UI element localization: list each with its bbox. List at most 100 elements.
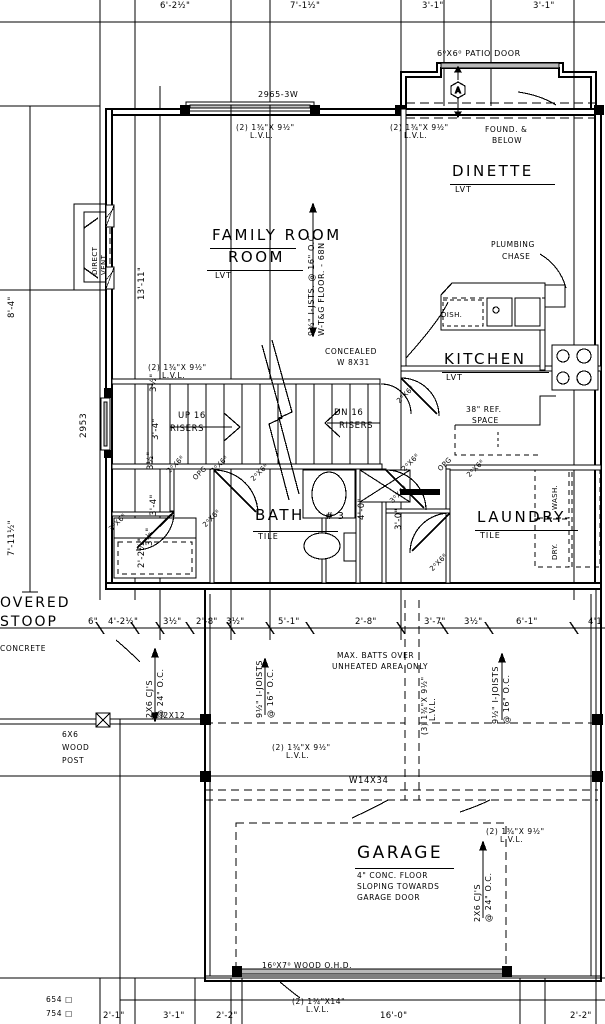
lvl-callout-0-size: (2) 1¾"X 9½" — [236, 123, 295, 132]
underline-family — [210, 248, 296, 249]
concealed-beam-2: W 8X31 — [337, 358, 370, 367]
direct-vent-label-1: DIRECT — [91, 246, 99, 275]
underline-garage — [355, 868, 454, 869]
lvl-callout-0: (2) 1¾"X 9½"L.V.L. — [236, 124, 295, 140]
stoop-material-note: CONCRETE — [0, 644, 47, 653]
dimension-interior-vertical-5: 3½" — [145, 527, 155, 546]
post-label-1: 6X6 — [62, 730, 79, 739]
laundry-appliances — [534, 469, 601, 568]
room-label-bath: BATH — [255, 506, 305, 524]
lvl-callout-2-size: (2) 1¾"X 9½" — [148, 363, 207, 372]
area-note-1: 654 □ — [46, 995, 73, 1004]
room-label-kitchen: KITCHEN — [444, 350, 527, 368]
lvl-callout-4: (2) 1¾"X 9½"L.V.L. — [486, 828, 545, 844]
lvl-callout-0-type: L.V.L. — [250, 130, 274, 140]
dimension-bottom-9: 6'-1" — [516, 617, 538, 627]
covered-stoop-line2: STOOP — [0, 614, 58, 630]
joist-2x6-garage-b: @ 24" O.C. — [484, 872, 493, 922]
lvl-callout-1-type: L.V.L. — [404, 130, 428, 140]
ijst-16-a: 9½" I-JOISTS — [255, 659, 264, 718]
underline-family-2 — [207, 270, 303, 271]
dimension-top-0: 6'-2½" — [160, 1, 191, 11]
left-dimension-line — [22, 105, 38, 593]
svg-text:A: A — [455, 86, 461, 95]
framing-dashed-lines — [120, 600, 598, 801]
garage-note-1: 4" CONC. FLOOR — [357, 871, 429, 880]
joist-note-family-2: W-T&G FLOOR. - 68N — [317, 242, 326, 336]
room-label-family-room: FAMILY ROOM — [212, 226, 342, 244]
garage-door-jamb-left — [232, 966, 242, 977]
underline-dinette — [450, 184, 555, 185]
door-swings — [135, 377, 451, 554]
window-tag-top: 2965-3W — [258, 90, 299, 99]
dimension-left-0: 8'-4" — [7, 296, 17, 318]
finish-family-room: LVT — [215, 271, 232, 280]
dimension-interior-vertical-4: 3'-4" — [149, 494, 159, 516]
plumbing-chase-1: PLUMBING — [491, 240, 535, 249]
joist-2x6-garage-a: 2X6 CJ'S — [473, 883, 482, 922]
ijst-16-c: 9½" I-JOISTS — [491, 665, 500, 724]
interior-walls — [111, 108, 602, 584]
ijst-16-b: @ 16" O.C. — [266, 668, 275, 718]
detail-reference-bubble: A — [450, 65, 466, 119]
stair-break-line — [261, 339, 300, 501]
lvl-callout-1-size: (2) 1¾"X 9½" — [390, 123, 449, 132]
area-note-2: 754 □ — [46, 1009, 73, 1018]
dimension-bottom-6: 2'-8" — [355, 617, 377, 627]
lvl-callout-4-size: (2) 1¾"X 9½" — [486, 827, 545, 836]
window-2953 — [100, 388, 113, 458]
underline-laundry — [475, 530, 578, 531]
room-label-garage: GARAGE — [357, 843, 444, 863]
dimension-bottom-8: 3½" — [464, 617, 483, 627]
lvl-callout-3-type: L.V.L. — [286, 750, 310, 760]
lvl-callout-5-type: L.V.L. — [306, 1004, 330, 1014]
dimension-interior-vertical-8: 3'-0" — [394, 508, 404, 530]
dimension-interior-vertical-2: 3'-4" — [151, 418, 161, 440]
dimension-interior-vertical-3: 3½" — [146, 451, 156, 470]
batts-note-1: MAX. BATTS OVER — [337, 651, 415, 660]
dimension-bottom-3: 2'-8" — [196, 617, 218, 627]
lvl-callout-3: (2) 1¾"X 9½"L.V.L. — [272, 744, 331, 760]
dimension-bottom-row-2: 2'-2" — [216, 1011, 238, 1021]
beam-bearing-1 — [200, 714, 211, 725]
dimension-bottom-row-3: 16'-0" — [380, 1011, 408, 1021]
family-room-window — [180, 101, 320, 114]
dimension-bottom-0: 6" — [88, 617, 98, 627]
beam-bearing-2 — [200, 771, 211, 782]
overhead-door-label: 16⁰X7⁰ WOOD O.H.D. — [262, 961, 353, 970]
leader-lines — [115, 91, 567, 999]
stairs-dn-label: DN 16 — [334, 408, 364, 418]
dimension-bottom-7: 3'-7" — [424, 617, 446, 627]
concealed-beam-1: CONCEALED — [325, 347, 377, 356]
dimension-bottom-5: 5'-1" — [278, 617, 300, 627]
plumbing-chase-box — [544, 284, 566, 308]
patio-door-label: 6⁰X6⁰ PATIO DOOR — [437, 49, 521, 58]
patio-door-glazing — [440, 62, 560, 69]
kitchen-sink — [486, 297, 541, 327]
dimension-bottom-row-1: 3'-1" — [163, 1011, 185, 1021]
ijst-16-d: @ 16" O.C. — [502, 674, 511, 724]
steel-beam-label: W14X34 — [349, 776, 389, 786]
dimension-interior-vertical-0: 13'-11" — [137, 266, 147, 300]
dimension-bottom-1: 4'-2½" — [108, 617, 139, 627]
cooktop — [551, 344, 599, 391]
direct-vent-fireplace — [73, 203, 112, 291]
window-tag-left: 2953 — [79, 412, 89, 438]
lvl-callout-3-size: (2) 1¾"X 9½" — [272, 743, 331, 752]
room-label-family-room-2: ROOM — [228, 248, 285, 266]
washer-label: WASH. — [551, 484, 559, 510]
dimension-top-1: 7'-1½" — [290, 1, 321, 11]
post-label-3: POST — [62, 756, 85, 765]
stairs — [151, 383, 381, 465]
lvl-callout-2: (2) 1¾"X 9½"L.V.L. — [148, 364, 207, 380]
stairs-up-label: UP 16 — [178, 411, 206, 421]
post-label-2: WOOD — [62, 743, 90, 752]
post-marker-a — [395, 105, 405, 115]
refrigerator-space — [454, 395, 556, 456]
fireplace-hatch — [105, 204, 115, 290]
garage-note-3: GARAGE DOOR — [357, 893, 421, 902]
beam-bearing-3 — [592, 771, 603, 782]
dimension-interior-vertical-6: 2'-2½" — [137, 537, 147, 568]
post-marker-b — [594, 105, 604, 115]
